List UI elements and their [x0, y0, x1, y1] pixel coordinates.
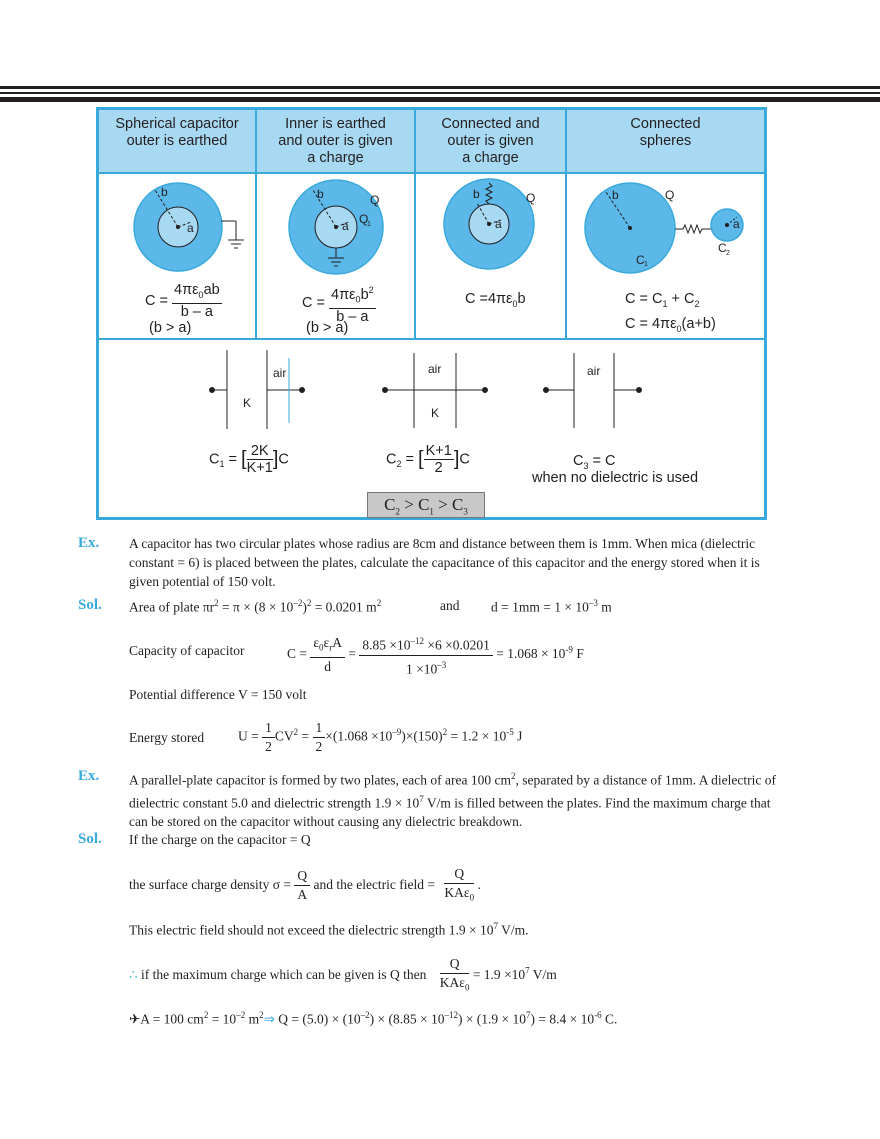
header-connected-spheres: Connected spheres — [630, 116, 701, 149]
label-b-3: b — [473, 187, 480, 201]
formula-3: C =4πε0b — [465, 291, 526, 309]
comparison-box: C2 > C1 > C3 — [367, 492, 485, 518]
formula-C3-note: when no dielectric is used — [532, 470, 699, 486]
label-b-4: b — [612, 188, 619, 202]
plate-air-2: air — [428, 362, 441, 376]
ex1-label: Ex. — [78, 535, 100, 551]
label-C2: C — [718, 241, 727, 255]
label-Q1-sub: 1 — [367, 221, 371, 228]
formula-C3: C3 = C — [573, 453, 616, 471]
plate-K-2: K — [431, 406, 439, 420]
spherical-capacitor-figure: b a — [133, 182, 244, 272]
label-a-3: a — [495, 217, 502, 231]
sol2-label: Sol. — [78, 831, 102, 847]
table-figures: b a b a Q Q 1 — [133, 178, 744, 429]
plates-figure-2 — [382, 353, 488, 428]
label-a-4: a — [733, 217, 740, 231]
header-rule-thick — [0, 97, 880, 102]
plates-figure-3 — [543, 353, 642, 428]
formula-4-line1: C = C1 + C2 — [625, 291, 700, 309]
sol1-d: d = 1mm = 1 × 10–3 m — [491, 598, 612, 615]
label-C1-sub: 1 — [644, 261, 648, 268]
inner-earthed-figure: b a Q Q 1 — [288, 179, 384, 275]
header-connected-outer: Connected and outer is given a charge — [441, 116, 540, 166]
label-a-2: a — [342, 219, 349, 233]
header-inner-earthed: Inner is earthed and outer is given a ch… — [278, 116, 393, 166]
sol2-line1: If the charge on the capacitor = Q — [129, 832, 311, 847]
sol1-label: Sol. — [78, 597, 102, 613]
label-a-1: a — [187, 221, 194, 235]
table-header-row — [99, 110, 764, 174]
header-spherical: Spherical capacitor outer is earthed — [115, 116, 239, 149]
sol2-line4: ∴ if the maximum charge which can be giv… — [129, 956, 557, 993]
sol2-line3: This electric field should not exceed th… — [129, 921, 529, 938]
capacitor-table: Spherical capacitor outer is earthed Inn… — [96, 107, 767, 520]
formula-4-line2: C = 4πε0(a+b) — [625, 316, 716, 334]
connected-spheres-figure: b Q a C 1 C 2 — [584, 182, 744, 274]
ex1-text: A capacitor has two circular plates whos… — [129, 536, 760, 589]
label-b-1: b — [161, 185, 168, 199]
plate-air-1: air — [273, 366, 286, 380]
label-Q-4: Q — [665, 188, 674, 202]
sol2-final: ✈A = 100 cm2 = 10–2 m2⇒ Q = (5.0) × (10–… — [129, 1010, 618, 1027]
label-Q-3: Q — [526, 191, 535, 205]
header-rule-mid — [0, 92, 880, 94]
plate-K-1: K — [243, 396, 251, 410]
sol1-pd: Potential difference V = 150 volt — [129, 687, 307, 702]
sol1-and: and — [440, 598, 460, 613]
col-divider-1 — [255, 110, 257, 338]
label-Q-2: Q — [370, 193, 379, 207]
formula-2-cond: (b > a) — [306, 320, 349, 336]
label-Q1-2: Q — [359, 212, 368, 226]
label-b-2: b — [317, 187, 324, 201]
row-divider — [99, 338, 764, 340]
ex2-label: Ex. — [78, 768, 100, 784]
col-divider-2 — [414, 110, 416, 338]
sol1-cap-label: Capacity of capacitor — [129, 643, 245, 658]
col-divider-3 — [565, 110, 567, 338]
connected-figure: b a Q — [443, 178, 535, 270]
sol1-energy-label: Energy stored — [129, 730, 205, 745]
plate-air-3: air — [587, 364, 600, 378]
header-rule-thin — [0, 86, 880, 89]
ex2-text: A parallel-plate capacitor is formed by … — [129, 771, 777, 829]
label-C2-sub: 2 — [726, 250, 730, 257]
label-C1: C — [636, 253, 645, 267]
formula-1-cond: (b > a) — [149, 320, 192, 336]
plates-figure-1 — [209, 350, 305, 429]
sol1-area: Area of plate πr2 = π × (8 × 10–2)2 = 0.… — [129, 598, 382, 615]
